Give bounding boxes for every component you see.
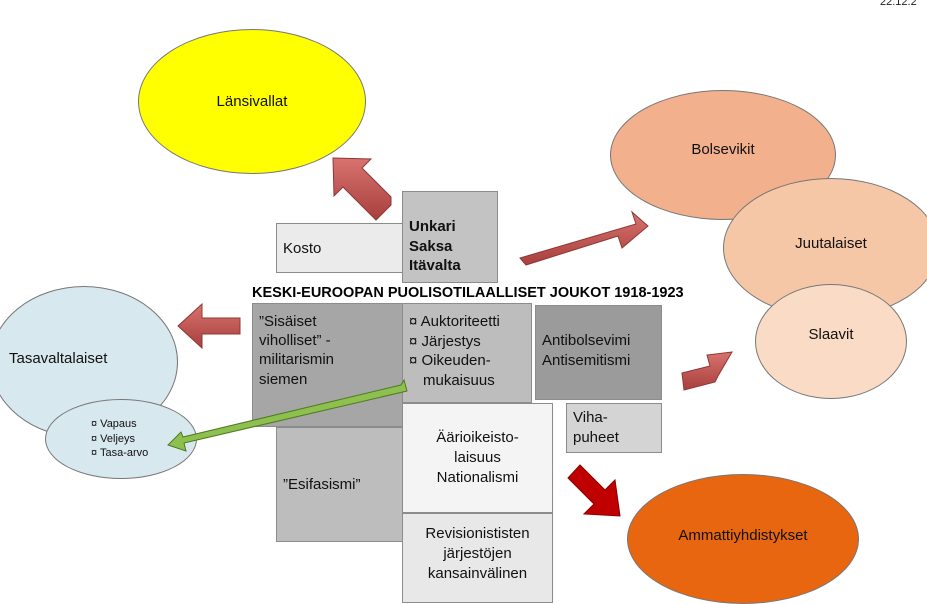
sisaiset-line-2: viholliset” - xyxy=(259,332,331,350)
arrow-to-slaavit xyxy=(681,351,733,391)
box-esifasismi: ”Esifasismi” xyxy=(276,427,404,542)
revisionistiset-line-3: kansainvälinen xyxy=(427,564,528,582)
aarioikeisto-line-1: Äärioikeisto- xyxy=(436,429,519,446)
aarioikeisto-line-2: laisuus xyxy=(454,448,501,466)
box-antibolsevismi: Antibolsevimi Antisemitismi xyxy=(535,305,662,400)
value-veljeys: ¤ Veljeys xyxy=(91,432,136,445)
antibolsevismi-line: Antibolsevimi xyxy=(542,332,631,349)
arrow-to-lansivallat xyxy=(332,157,392,221)
sisaiset-line-4: siemen xyxy=(259,370,308,388)
slaavit-label: Slaavit xyxy=(808,325,854,343)
lansivallat-label: Länsivallat xyxy=(216,92,288,110)
kosto-label: Kosto xyxy=(283,240,322,257)
revisionistiset-line-2: järjestöjen xyxy=(443,544,512,562)
ellipse-values: ¤ Vapaus ¤ Veljeys ¤ Tasa-arvo xyxy=(45,399,197,479)
country-itavalta: Itävalta xyxy=(409,257,461,274)
box-kosto: Kosto xyxy=(276,223,404,273)
box-aarioikeisto: Äärioikeisto- laisuus Nationalismi xyxy=(402,403,553,513)
diagram-title: KESKI-EUROOPAN PUOLISOTILAALLISET JOUKOT… xyxy=(252,285,684,301)
box-revisionistiset: Revisionististen järjestöjen kansainväli… xyxy=(402,513,553,603)
arrow-to-bolsevikit xyxy=(519,210,649,266)
ammattiyhdistykset-label: Ammattiyhdistykset xyxy=(678,527,808,544)
ellipse-ammattiyhdistykset: Ammattiyhdistykset xyxy=(627,474,859,604)
box-countries: Unkari Saksa Itävalta xyxy=(402,191,498,283)
tasavaltalaiset-label: Tasavaltalaiset xyxy=(9,350,108,367)
juutalaiset-label: Juutalaiset xyxy=(795,235,867,252)
antisemitismi-line: Antisemitismi xyxy=(542,351,631,369)
box-principles: ¤ Auktoriteetti ¤ Järjestys ¤ Oikeuden- … xyxy=(402,303,532,403)
value-vapaus: ¤ Vapaus xyxy=(91,417,137,430)
box-vihapuheet: Viha- puheet xyxy=(566,403,662,453)
bolsevikit-label: Bolsevikit xyxy=(691,141,755,158)
ellipse-juutalaiset: Juutalaiset xyxy=(723,178,927,318)
country-unkari: Unkari xyxy=(409,218,456,235)
sisaiset-line-1: ”Sisäiset xyxy=(259,313,317,330)
country-saksa: Saksa xyxy=(409,237,453,255)
vihapuheet-line-2: puheet xyxy=(573,428,619,446)
box-sisaiset-viholliset: ”Sisäiset viholliset” - militarismin sie… xyxy=(252,303,404,427)
arrow-to-tasavaltalaiset xyxy=(177,302,241,350)
value-tasa-arvo: ¤ Tasa-arvo xyxy=(91,447,149,460)
revisionistiset-line-1: Revisionististen xyxy=(425,525,530,542)
ellipse-lansivallat: Länsivallat xyxy=(138,29,366,174)
principle-auktoriteetti: ¤ Auktoriteetti xyxy=(409,313,500,330)
ellipse-slaavit: Slaavit xyxy=(755,284,907,399)
vihapuheet-line-1: Viha- xyxy=(573,409,608,426)
principle-mukaisuus: mukaisuus xyxy=(423,371,495,389)
sisaiset-line-3: militarismin xyxy=(259,351,334,369)
principle-jarjestys: ¤ Järjestys xyxy=(409,332,481,350)
esifasismi-label: ”Esifasismi” xyxy=(283,476,361,493)
date-stamp: 22.12.2 xyxy=(880,0,917,8)
arrow-to-ammattiyhdistykset xyxy=(567,464,621,517)
principle-oikeuden: ¤ Oikeuden- xyxy=(409,352,491,369)
aarioikeisto-line-3: Nationalismi xyxy=(436,468,519,486)
